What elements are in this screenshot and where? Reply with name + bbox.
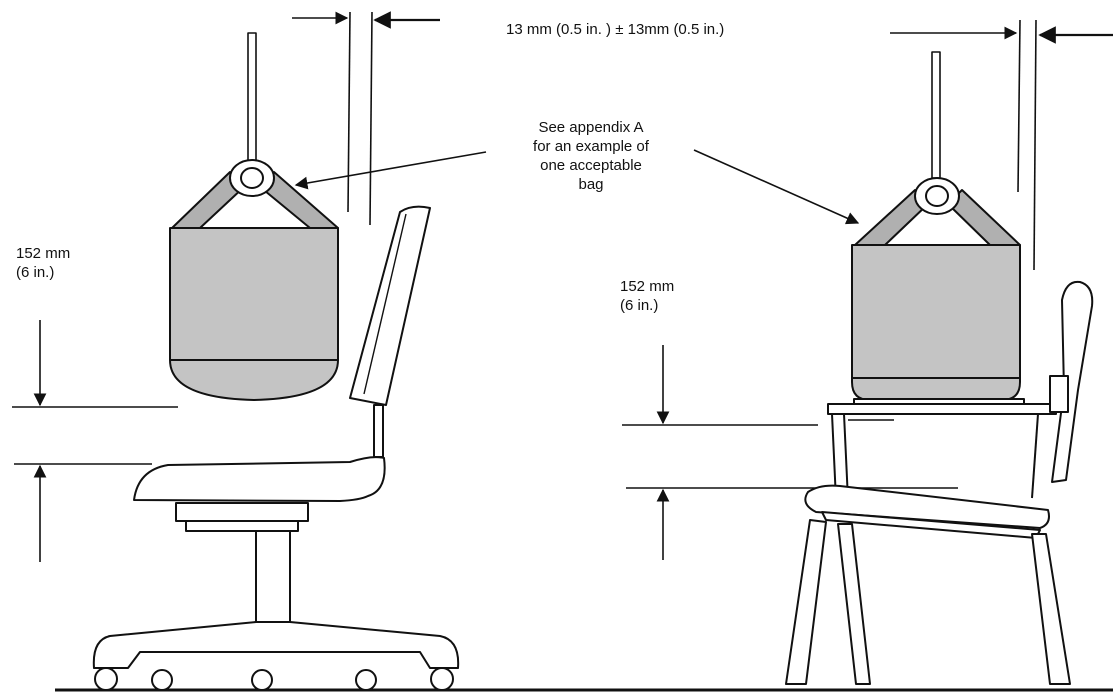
- left-tolerance-line-b: [369, 11, 373, 226]
- left-tolerance-line-a: [347, 11, 351, 213]
- side-chair-rear-leg: [1031, 533, 1071, 685]
- right-weight-bag: [851, 244, 1021, 401]
- right-height-imperial: (6 in.): [620, 297, 659, 314]
- right-height-label: 152 mm (6 in.): [620, 277, 674, 315]
- office-chair-caster: [430, 667, 454, 691]
- office-chair-seat-mount: [175, 502, 309, 522]
- right-test-assembly: [622, 19, 1113, 685]
- left-hanging-rod: [247, 32, 257, 164]
- office-chair-back-post: [373, 404, 384, 458]
- callout-arrow-right: [693, 149, 860, 225]
- appendix-note-line: See appendix A: [538, 119, 644, 136]
- office-chair-backrest: [349, 205, 431, 406]
- callout-arrow-left: [294, 151, 487, 190]
- side-chair-front-inner-leg: [837, 523, 871, 685]
- office-chair-caster: [151, 669, 173, 691]
- appendix-note-line: bag: [578, 176, 604, 193]
- office-chair-seat: [133, 456, 386, 502]
- side-chair-front-leg: [785, 519, 827, 685]
- office-chair-caster: [355, 669, 377, 691]
- right-hanging-rod: [931, 51, 941, 179]
- side-chair-load-plate: [827, 403, 1057, 415]
- office-chair-base: [92, 621, 460, 669]
- right-height-value: 152 mm: [620, 278, 675, 295]
- left-height-imperial: (6 in.): [16, 264, 55, 281]
- appendix-note: See appendix A for an example of one acc…: [496, 118, 686, 194]
- left-height-value: 152 mm: [16, 245, 71, 262]
- appendix-note-line: for an example of: [533, 138, 649, 155]
- side-chair-back-post: [1051, 280, 1094, 483]
- left-weight-bag: [169, 227, 339, 401]
- appendix-note-line: one acceptable: [540, 157, 642, 174]
- right-tolerance-line-b: [1033, 19, 1037, 271]
- left-height-label: 152 mm (6 in.): [16, 244, 70, 282]
- office-chair-column: [255, 530, 291, 624]
- tolerance-label: 13 mm (0.5 in. ) ± 13mm (0.5 in.): [506, 21, 725, 38]
- office-chair-caster: [251, 669, 273, 691]
- side-chair-seat: [804, 484, 1050, 529]
- office-chair-caster: [94, 667, 118, 691]
- right-tolerance-line-a: [1017, 19, 1021, 193]
- left-test-assembly: [12, 11, 460, 691]
